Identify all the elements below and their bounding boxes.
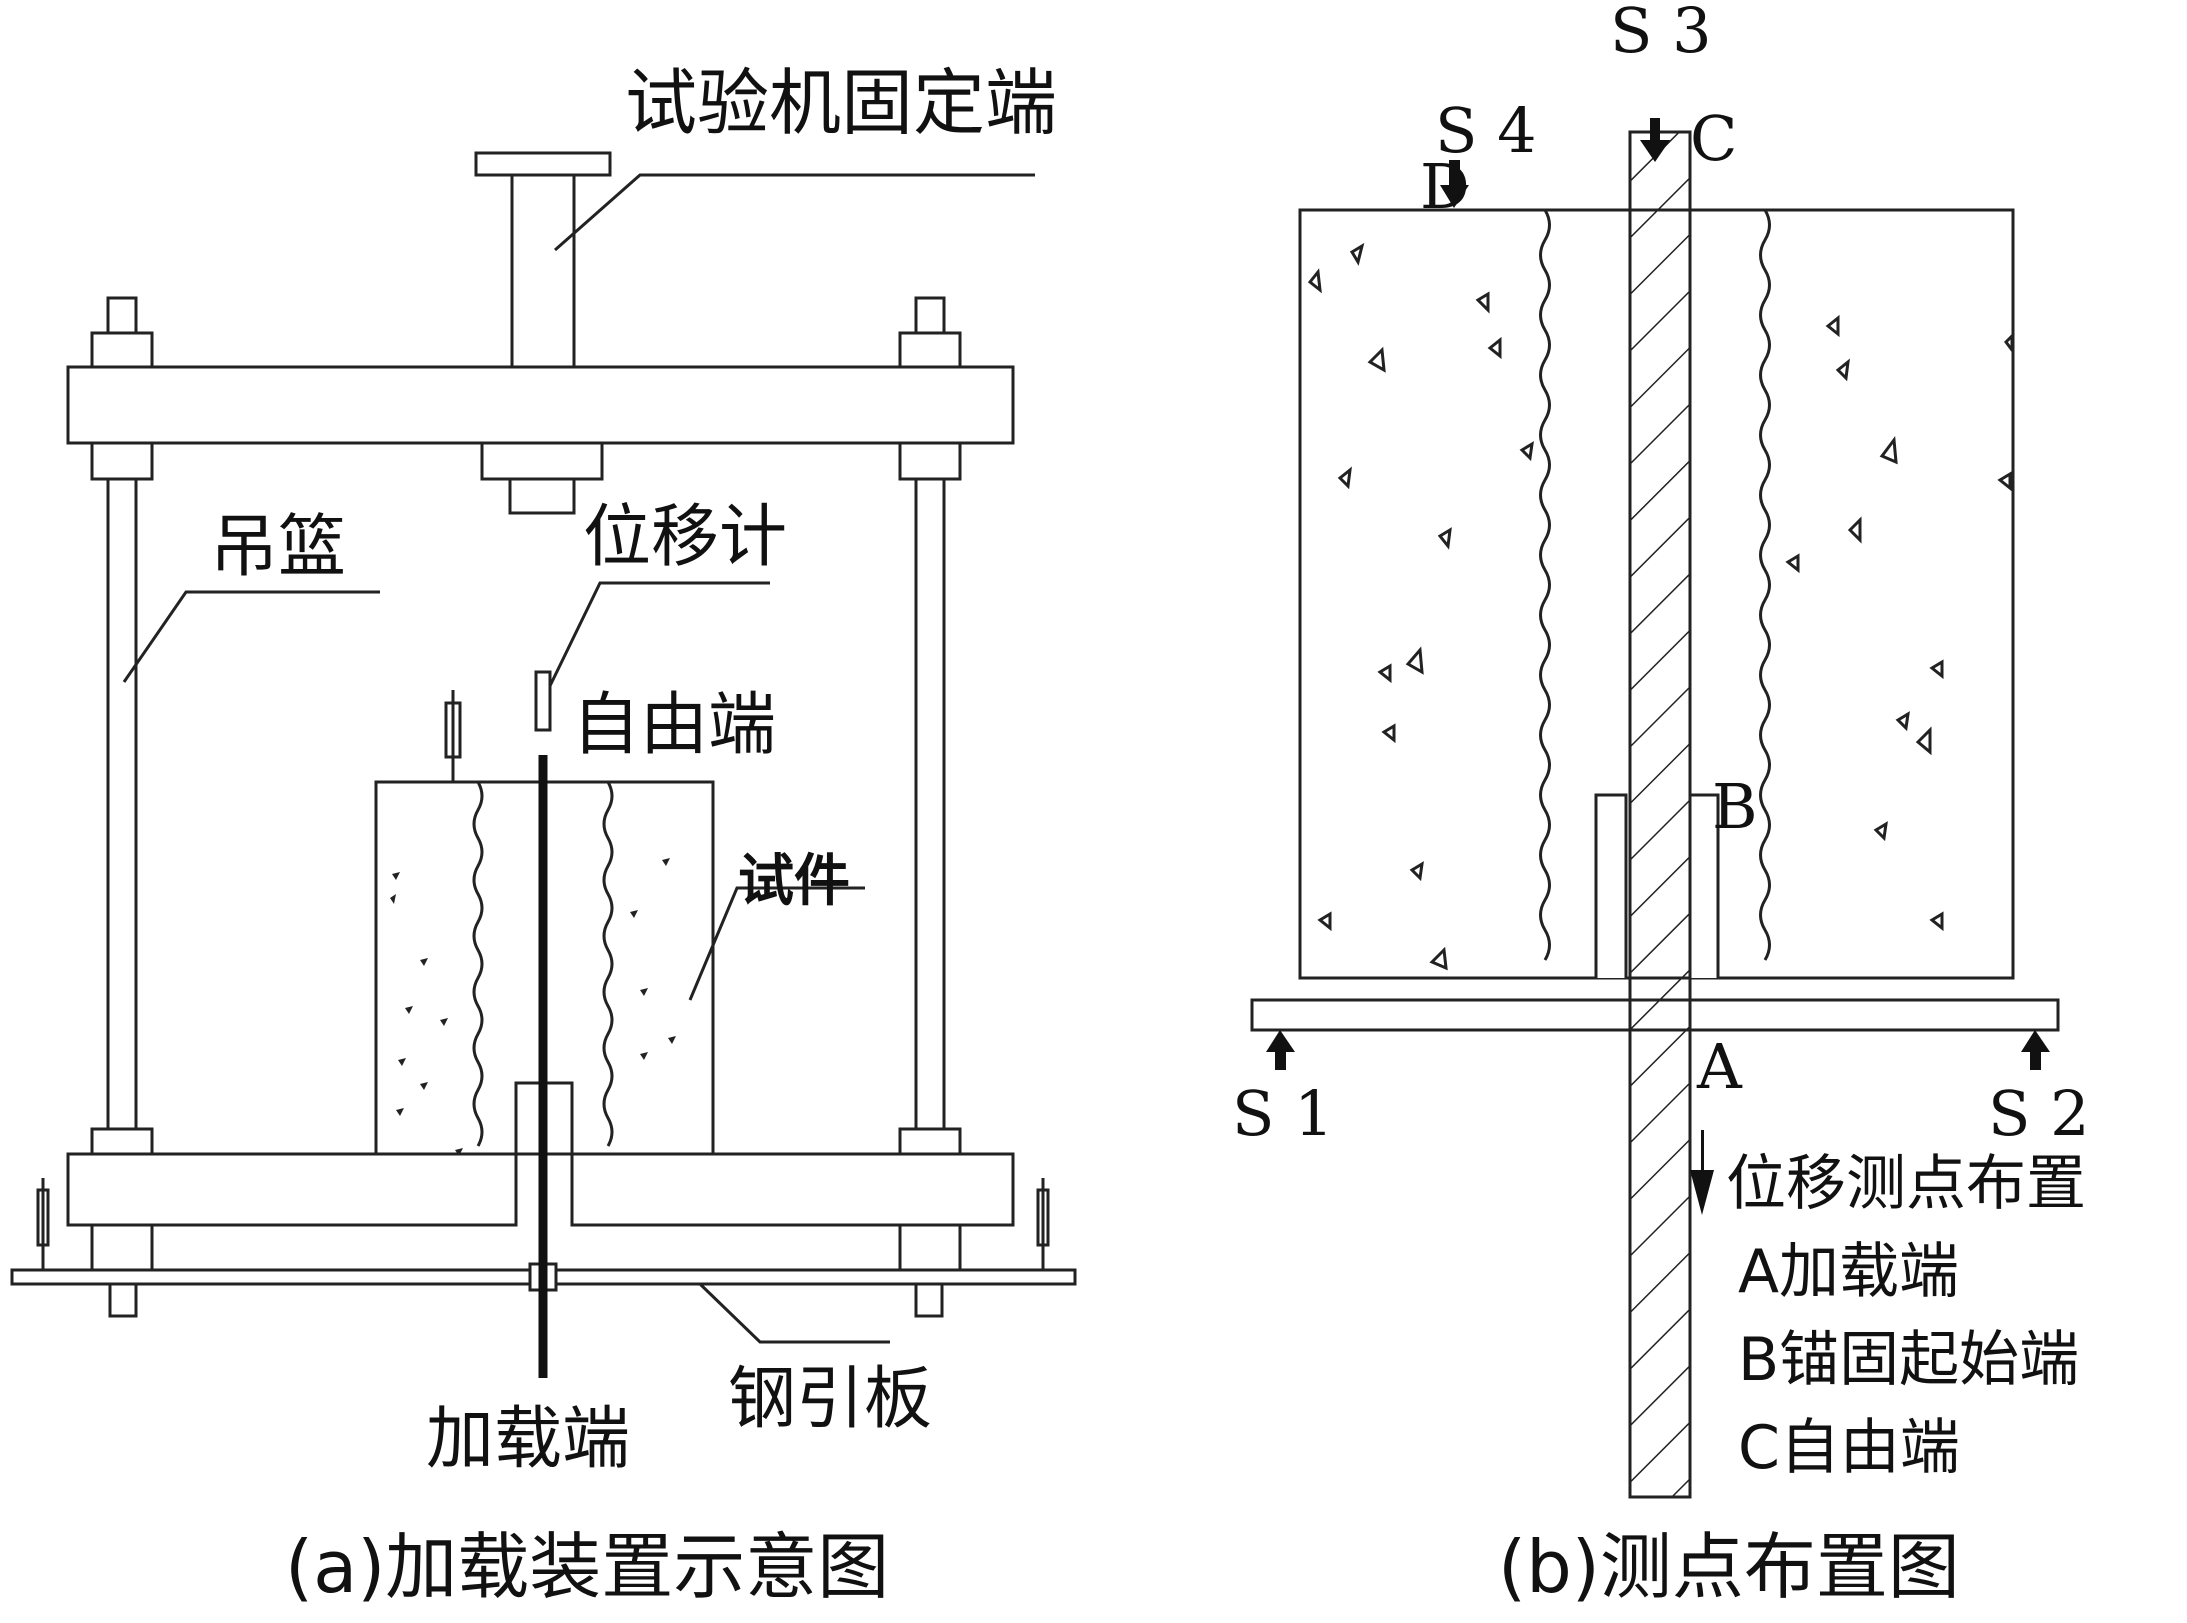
lvdt-top-center [534, 670, 552, 732]
nut-under-top-left [90, 441, 154, 481]
label-specimen: 试件 [738, 849, 850, 914]
label-point-b: B [1712, 770, 1758, 843]
nut-bottom-right [898, 1223, 962, 1274]
arrow-legend [1690, 1130, 1714, 1215]
legend-item-c: C自由端 [1738, 1413, 1960, 1483]
label-point-c: C [1690, 102, 1737, 175]
bottom-beam-left [66, 1152, 518, 1227]
label-point-a: A [1696, 1030, 1743, 1103]
legend-title: 位移测点布置 [1726, 1149, 2086, 1219]
arrow-s2 [2021, 1030, 2050, 1070]
bond-interface-left-b [1539, 209, 1551, 961]
leader-line-specimen [688, 886, 865, 1001]
rod-left [106, 477, 138, 1131]
leader-line-meter [546, 581, 770, 691]
label-s2: S 2 [1988, 1077, 2090, 1150]
nut-top-right-small [914, 296, 946, 335]
nut-bottom-left [90, 1223, 154, 1274]
bond-interface-right [602, 781, 614, 1147]
aggregate-marks-b [1307, 242, 2014, 971]
label-displacement-meter: 位移计 [583, 498, 787, 577]
nut-top-left [90, 331, 154, 369]
arrow-s4 [1440, 160, 1469, 208]
label-free-end: 自由端 [572, 686, 776, 765]
center-nut-large [480, 441, 604, 481]
sensor-arrows [1266, 118, 2050, 1215]
rod-right [914, 477, 946, 1131]
bond-interface-left [472, 781, 484, 1147]
label-loading-end: 加载端 [426, 1400, 630, 1479]
arrow-s3 [1640, 118, 1670, 162]
panel-b-measurement-layout: S 3 S 4 D C B A S 1 S 2 位移测点布置 A加载端 B锚固起… [1232, 0, 2090, 1609]
label-s4: S 4 [1435, 94, 1537, 167]
legend-item-b: B锚固起始端 [1738, 1325, 2079, 1395]
label-s3: S 3 [1610, 0, 1712, 67]
nut-top-right [898, 331, 962, 369]
leader-line-machine [554, 173, 1035, 252]
steel-bar-hatched [1628, 130, 1692, 1499]
nut-under-top-right [898, 441, 962, 481]
nut-bottom-top-right [898, 1127, 962, 1156]
machine-head-plate [474, 151, 612, 177]
nut-bottom-top-left [90, 1127, 154, 1156]
bottom-beam-right [570, 1152, 1015, 1227]
leader-line-plate [698, 1282, 890, 1344]
arrow-s1 [1266, 1030, 1295, 1070]
leader-line-basket [122, 590, 380, 683]
caption-panel-a: (a)加载装置示意图 [285, 1525, 889, 1609]
aggregate-marks-a [390, 858, 676, 1156]
bond-interface-right-b [1759, 209, 1771, 961]
machine-shaft [510, 173, 576, 369]
label-s1: S 1 [1232, 1077, 1334, 1150]
anchor-gap-left [1594, 793, 1628, 978]
nut-top-left-small [106, 296, 138, 335]
top-beam [66, 365, 1015, 445]
center-nut-small [508, 477, 576, 515]
panel-a-loading-setup: 试验机固定端 吊篮 位移计 自由端 试件 钢引板 加载端 (a)加载装置示意图 [10, 61, 1077, 1609]
label-machine-fixed-end: 试验机固定端 [625, 61, 1057, 145]
caption-panel-b: (b)测点布置图 [1498, 1525, 1960, 1609]
label-steel-lead-plate: 钢引板 [728, 1360, 932, 1439]
label-hanging-basket: 吊篮 [210, 508, 346, 587]
label-point-d: D [1420, 150, 1470, 223]
legend-item-a: A加载端 [1738, 1237, 1959, 1307]
